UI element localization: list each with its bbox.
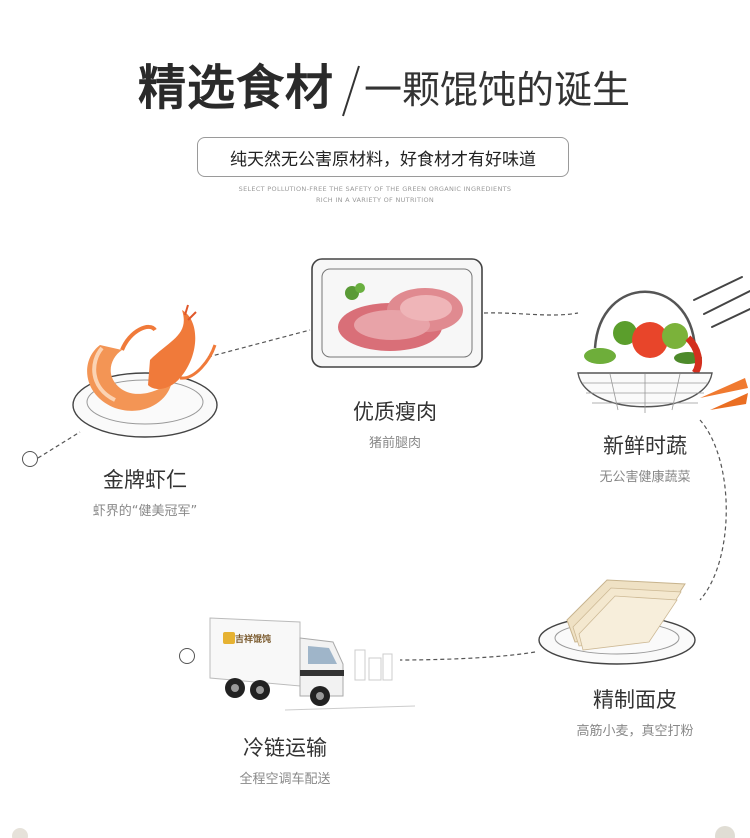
wrapper-plate-image <box>538 579 696 665</box>
path-node-end <box>179 648 195 664</box>
ingredient-shrimp: 金牌虾仁 虾界的“健美冠军” <box>60 464 230 519</box>
tagline-text: 纯天然无公害原材料，好食材才有好味道 <box>230 149 536 170</box>
english-tagline-line-2: RICH IN A VARIETY OF NUTRITION <box>315 196 435 204</box>
path-node-start <box>22 451 38 467</box>
tagline-badge: 纯天然无公害原材料，好食材才有好味道 <box>197 137 569 177</box>
truck-brand-text: 吉祥馄饨 <box>235 635 272 645</box>
english-tagline-line-1: SELECT POLLUTION-FREE THE SAFETY OF THE … <box>238 185 512 193</box>
ingredient-pork: 优质瘦肉 猪前腿肉 <box>315 396 475 451</box>
ingredient-subtitle: 猪前腿肉 <box>368 436 421 451</box>
ingredient-vegetables: 新鲜时蔬 无公害健康蔬菜 <box>565 430 725 485</box>
title-divider-slash <box>342 65 360 117</box>
page-title: 精选食材 <box>138 60 335 116</box>
ingredient-title: 冷链运输 <box>243 736 327 760</box>
vegetable-basket-image <box>577 290 748 413</box>
ingredient-title: 优质瘦肉 <box>353 400 437 424</box>
ingredient-subtitle: 虾界的“健美冠军” <box>92 504 198 519</box>
pork-tray-image <box>311 258 483 368</box>
ingredient-title: 金牌虾仁 <box>103 468 187 492</box>
ingredient-subtitle: 无公害健康蔬菜 <box>599 470 691 485</box>
ingredient-title: 新鲜时蔬 <box>603 434 687 458</box>
delivery-truck-image <box>209 617 416 711</box>
ingredient-title: 精制面皮 <box>593 688 677 712</box>
ingredient-subtitle: 高筋小麦，真空打粉 <box>576 724 694 739</box>
ingredient-subtitle: 全程空调车配送 <box>239 772 331 787</box>
page-subtitle: 一颗馄饨的诞生 <box>364 68 631 112</box>
shrimp-plate-image <box>72 304 218 438</box>
bottom-decoration <box>12 826 735 838</box>
ingredient-cold-chain: 冷链运输 全程空调车配送 <box>205 732 365 787</box>
motion-lines <box>693 276 750 328</box>
ingredient-wrapper: 精制面皮 高筋小麦，真空打粉 <box>545 684 725 739</box>
